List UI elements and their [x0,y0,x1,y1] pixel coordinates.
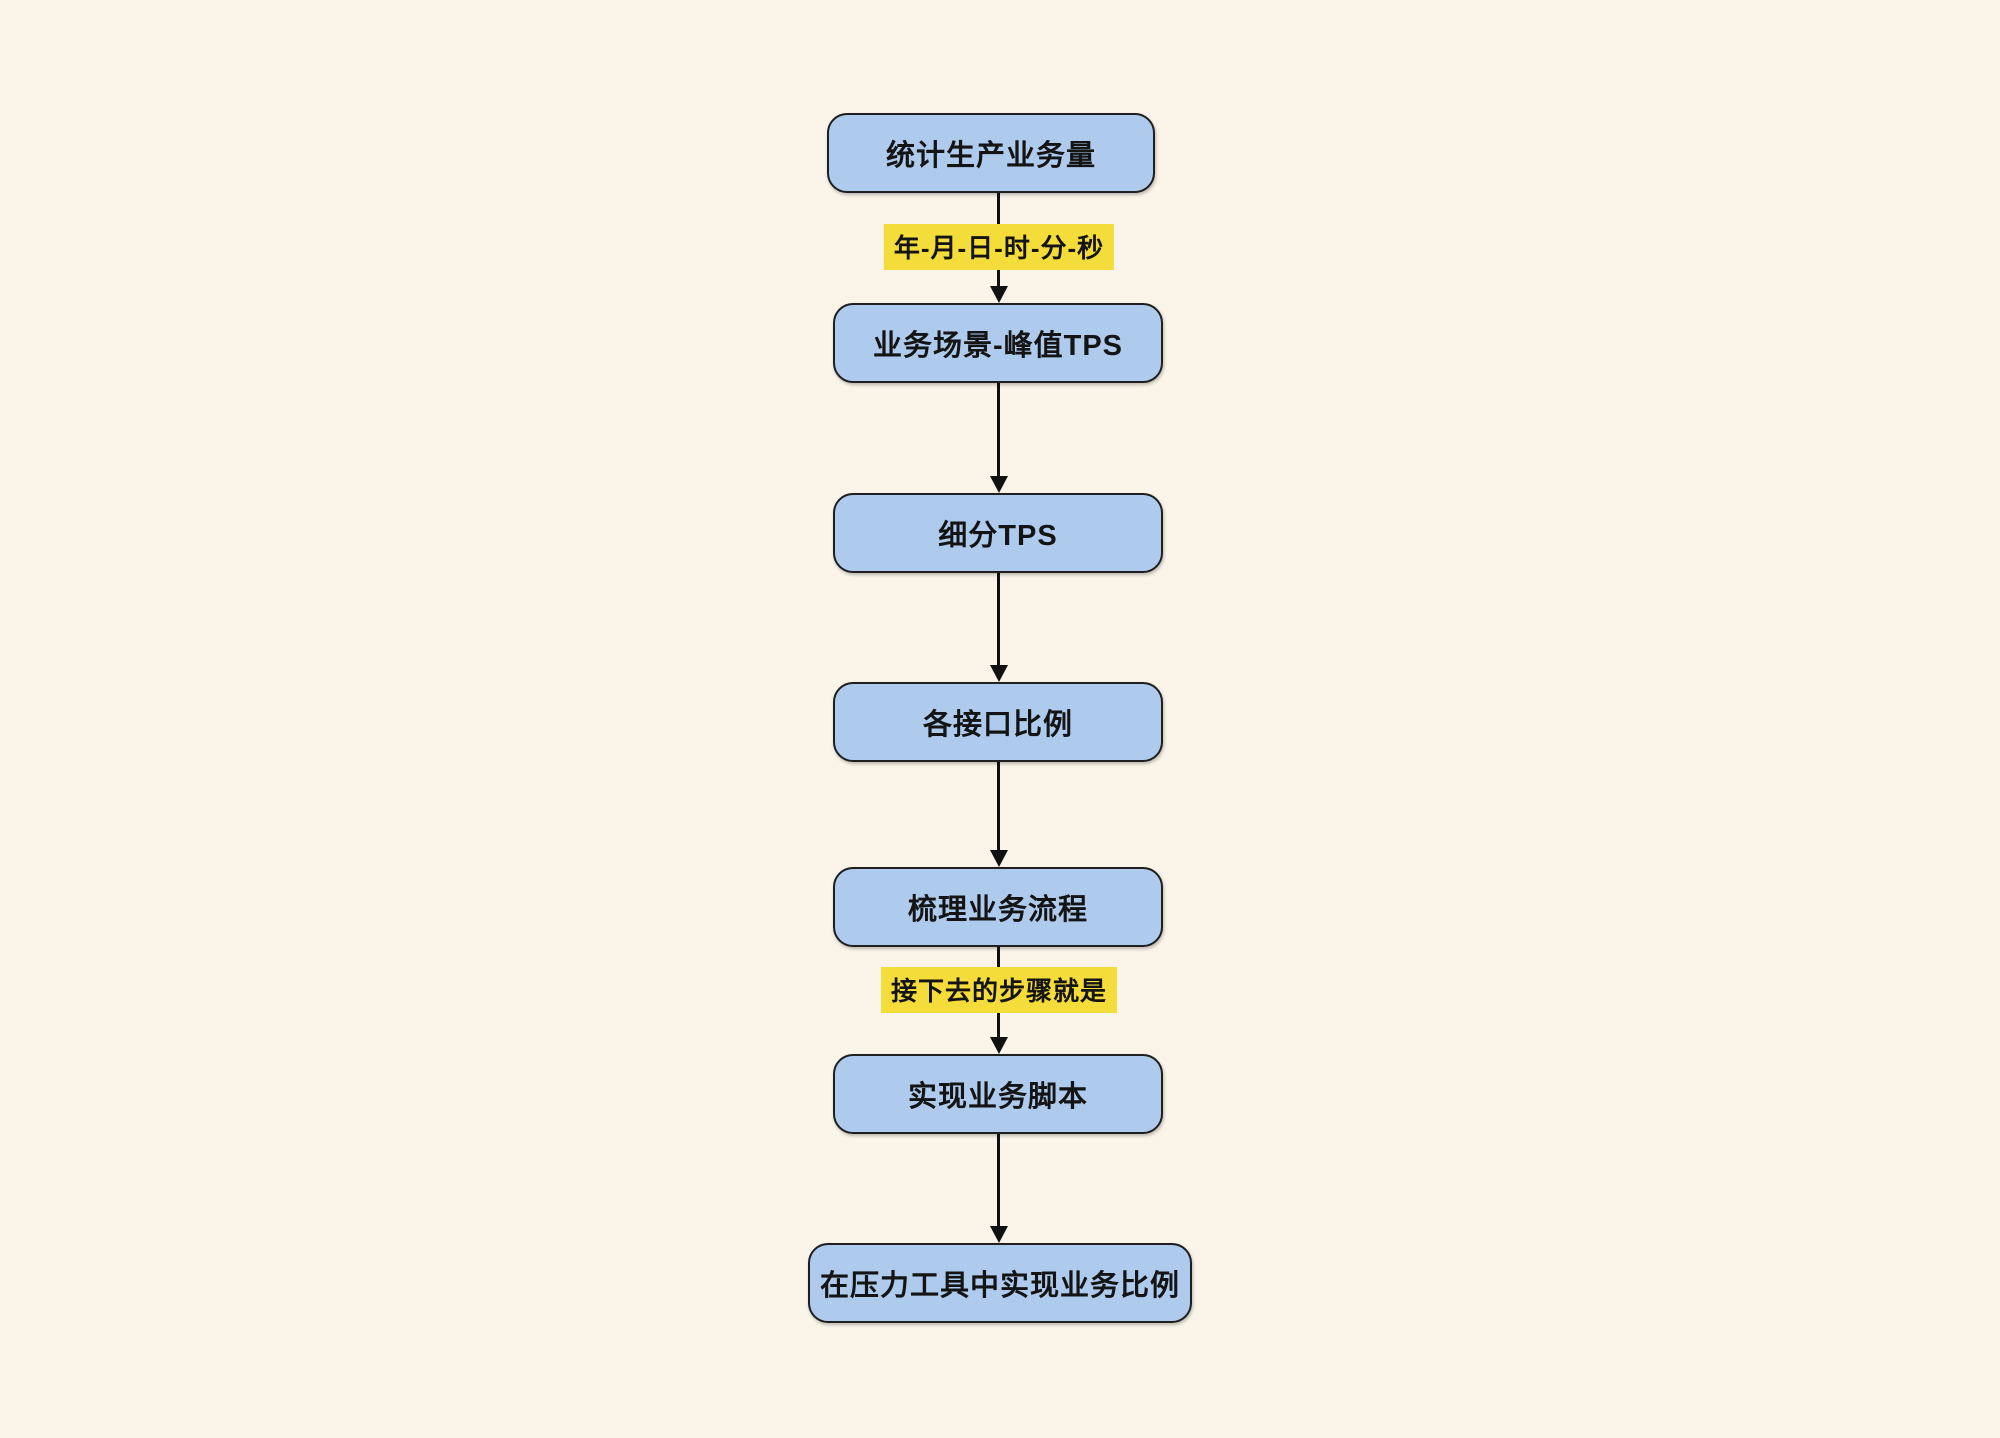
arrow-line-2 [997,383,1000,476]
flow-node-subdivide-tps: 细分TPS [833,493,1163,573]
flow-node-scenario-peak-tps: 业务场景-峰值TPS [833,303,1163,383]
arrow-line-6 [997,1134,1000,1226]
flow-node-interface-ratio: 各接口比例 [833,682,1163,762]
flow-node-implement-ratio-in-load-tool: 在压力工具中实现业务比例 [808,1243,1192,1323]
arrow-line-3 [997,573,1000,665]
arrowhead-icon-2 [990,476,1008,493]
edge-label-next-steps: 接下去的步骤就是 [880,967,1118,1013]
arrowhead-icon-3 [990,665,1008,682]
flow-node-count-production-volume: 统计生产业务量 [827,113,1155,193]
arrowhead-icon-1 [990,286,1008,303]
edge-label-date-granularity: 年-月-日-时-分-秒 [883,224,1115,270]
arrowhead-icon-6 [990,1226,1008,1243]
flow-node-sort-business-process: 梳理业务流程 [833,867,1163,947]
arrow-line-4 [997,762,1000,850]
arrowhead-icon-4 [990,850,1008,867]
arrowhead-icon-5 [990,1037,1008,1054]
flow-node-implement-business-script: 实现业务脚本 [833,1054,1163,1134]
